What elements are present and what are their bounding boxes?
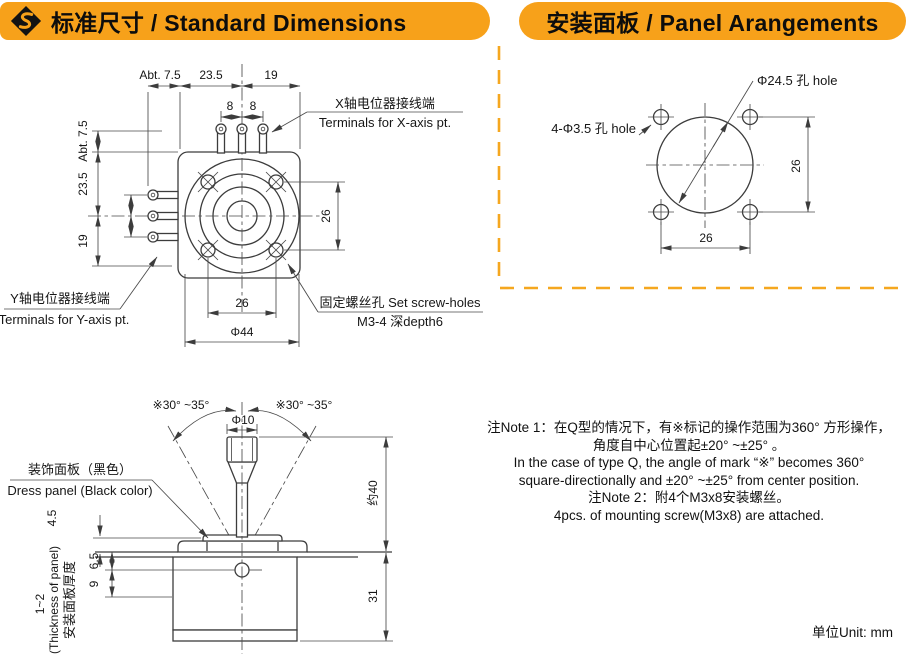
side-view-drawing: ※30° ~35° ※30° ~35° <box>7 398 393 654</box>
section-title-panel-arrangements: 安装面板 / Panel Arangements <box>546 10 879 36</box>
dim-19-side: 19 <box>76 234 90 248</box>
note-line-1: 注Note 1：在Q型的情况下，有※标记的操作范围为360° 方形操作， <box>487 420 891 435</box>
joystick-body-outline <box>177 151 301 279</box>
dim-31: 31 <box>366 589 380 603</box>
y-terminals-label-en: Terminals for Y-axis pt. <box>0 312 129 327</box>
set-screw-label-line1: 固定螺丝孔 Set screw-holes <box>319 295 481 310</box>
y-axis-terminals <box>147 189 179 243</box>
panel-dim-26-right: 26 <box>789 159 803 173</box>
note-line-3: In the case of type Q, the angle of mark… <box>513 455 865 470</box>
dim-8-right: 8 <box>250 99 257 113</box>
thickness-label-en: (Thickness of panel) <box>47 546 61 654</box>
tilt-line-left <box>167 425 232 540</box>
center-hole-label: Φ24.5 孔 hole <box>757 73 837 88</box>
dim-26-right: 26 <box>319 209 333 223</box>
set-screw-callout: 固定螺丝孔 Set screw-holes M3-4 深depth6 <box>287 263 483 329</box>
top-dimension-chain: Abt. 7.5 23.5 19 <box>139 68 301 186</box>
bottom-dimensions: 26 Φ44 <box>184 258 300 347</box>
top-view-drawing: Abt. 7.5 23.5 19 8 8 Abt. 7.5 23 <box>0 64 483 347</box>
dress-panel-label-en: Dress panel (Black color) <box>7 483 152 498</box>
dim-26-bottom: 26 <box>235 296 249 310</box>
panel-corner-holes <box>648 104 763 225</box>
note-line-6: 4pcs. of mounting screw(M3x8) are attach… <box>553 507 825 523</box>
x-terminals-label-en: Terminals for X-axis pt. <box>319 115 451 130</box>
center-hole-callout: Φ24.5 孔 hole <box>678 73 837 204</box>
section-header-standard-dimensions: 标准尺寸 / Standard Dimensions <box>0 2 490 40</box>
y-terminals-label-cn: Y轴电位器接线端 <box>10 291 110 306</box>
note-line-2: 角度自中心位置起±20° ~±25° 。 <box>592 437 786 453</box>
unit-label: 单位Unit: mm <box>812 625 893 640</box>
x-terminals-callout: X轴电位器接线端 Terminals for X-axis pt. <box>271 96 463 133</box>
height-dimensions: 约40 31 <box>259 436 393 642</box>
panel-right-26-dimension: 26 <box>759 116 815 213</box>
panel-bottom-26-dimension: 26 <box>660 222 751 254</box>
dim-23-5-top: 23.5 <box>199 68 223 82</box>
section-header-panel-arrangements: 安装面板 / Panel Arangements <box>519 2 906 40</box>
set-screw-holes <box>197 171 287 261</box>
angle-label-left: ※30° ~35° <box>153 398 210 412</box>
thickness-label-cn: 安装面板厚度 <box>62 561 77 639</box>
pin-pitch-dimension: 8 8 <box>220 99 264 122</box>
dress-panel-callout: 装饰面板（黑色） Dress panel (Black color) <box>7 462 209 539</box>
tilt-arc-left <box>172 406 237 442</box>
side-body-base <box>172 629 298 642</box>
mounting-panel-lines <box>95 551 392 558</box>
tilt-line-right <box>252 425 317 540</box>
x-terminals-label-cn: X轴电位器接线端 <box>335 96 435 111</box>
thickness-value: 1~2 <box>33 593 47 614</box>
corner-holes-label: 4-Φ3.5 孔 hole <box>551 121 636 136</box>
dim-phi10: Φ10 <box>232 413 255 427</box>
y-terminals-callout: Y轴电位器接线端 Terminals for Y-axis pt. <box>0 256 158 327</box>
note-line-5: 注Note 2：附4个M3x8安装螺丝。 <box>588 490 790 505</box>
dim-abt75-side: Abt. 7.5 <box>76 120 90 162</box>
phi10-dimension: Φ10 <box>226 413 258 434</box>
notes-block: 注Note 1：在Q型的情况下，有※标记的操作范围为360° 方形操作， 角度自… <box>470 419 908 524</box>
panel-arrangement-drawing: Φ24.5 孔 hole 4-Φ3.5 孔 hole 26 26 <box>551 73 837 254</box>
note-line-4: square-directionally and ±20° ~±25° from… <box>518 472 860 488</box>
center-lines <box>88 64 322 312</box>
dress-panel-label-cn: 装饰面板（黑色） <box>28 462 132 477</box>
x-axis-terminals <box>215 123 269 154</box>
dress-panel-flange <box>177 540 308 553</box>
set-screw-label-line2: M3-4 深depth6 <box>357 314 443 329</box>
brand-diamond-icon <box>10 5 42 37</box>
dim-phi44: Φ44 <box>231 325 254 339</box>
dim-approx-40: 约40 <box>365 480 380 506</box>
dim-4-5: 4.5 <box>45 509 59 526</box>
corner-holes-callout: 4-Φ3.5 孔 hole <box>551 121 652 136</box>
panel-dim-26-bottom: 26 <box>699 231 713 245</box>
section-title-standard-dimensions: 标准尺寸 / Standard Dimensions <box>51 10 407 36</box>
dim-abt75-top: Abt. 7.5 <box>139 68 181 82</box>
panel-thickness-labels: 安装面板厚度 (Thickness of panel) 1~2 <box>33 546 77 654</box>
dim-23-5-side: 23.5 <box>76 172 90 196</box>
dim-8-left: 8 <box>227 99 234 113</box>
angle-label-right: ※30° ~35° <box>276 398 333 412</box>
dim-6-5: 6.5 <box>87 552 101 569</box>
right-26-dimension: 26 <box>284 181 345 251</box>
dim-19-top: 19 <box>264 68 278 82</box>
left-side-dimensions: 4.5 6.5 9 <box>45 509 201 598</box>
left-dimension-chain: Abt. 7.5 23.5 19 <box>76 120 178 267</box>
tilt-arc-right <box>247 406 312 442</box>
dim-9: 9 <box>87 580 101 587</box>
